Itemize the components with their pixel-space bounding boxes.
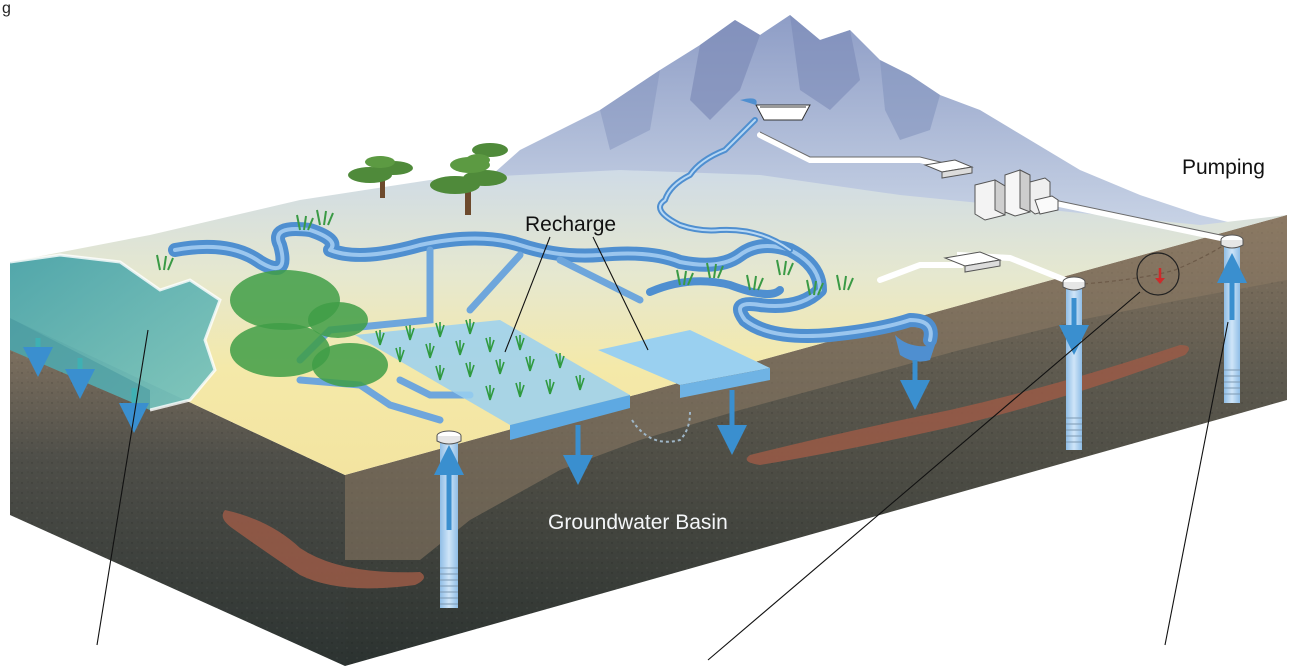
recharge-arrows	[563, 390, 747, 485]
city-buildings-icon	[974, 169, 1059, 221]
water-treatment-icon	[923, 159, 974, 179]
recharge-basin	[598, 330, 770, 398]
river-leakage	[895, 335, 935, 410]
pumping-label: Pumping	[1182, 156, 1265, 179]
crop-field-patches	[230, 270, 388, 387]
well-icon	[1059, 276, 1089, 450]
recharge-field	[355, 320, 630, 440]
wetland-reeds	[156, 209, 854, 296]
river	[168, 117, 938, 347]
recharge-field-grass	[375, 319, 585, 401]
water-table-line	[1069, 239, 1233, 286]
tree-icon	[430, 143, 508, 215]
clay-lens-left	[222, 510, 424, 589]
leader-lines	[96, 236, 1229, 661]
reservoir-dam-icon	[740, 98, 811, 121]
corner-fragment-text: g	[2, 0, 11, 17]
well-icon	[1217, 234, 1247, 403]
ocean-seepage-arrows	[23, 338, 149, 433]
water-table-decline-marker	[1136, 252, 1180, 296]
groundwater-basin-label: Groundwater Basin	[548, 511, 728, 534]
clay-lens-right	[746, 345, 1189, 465]
recharge-label: Recharge	[525, 213, 616, 236]
well-icon	[434, 430, 464, 608]
water-treatment-icon	[943, 251, 1002, 273]
tree-icon	[348, 156, 413, 198]
dry-infiltration-pit	[631, 411, 691, 443]
soil-cross-section-front	[10, 318, 345, 666]
